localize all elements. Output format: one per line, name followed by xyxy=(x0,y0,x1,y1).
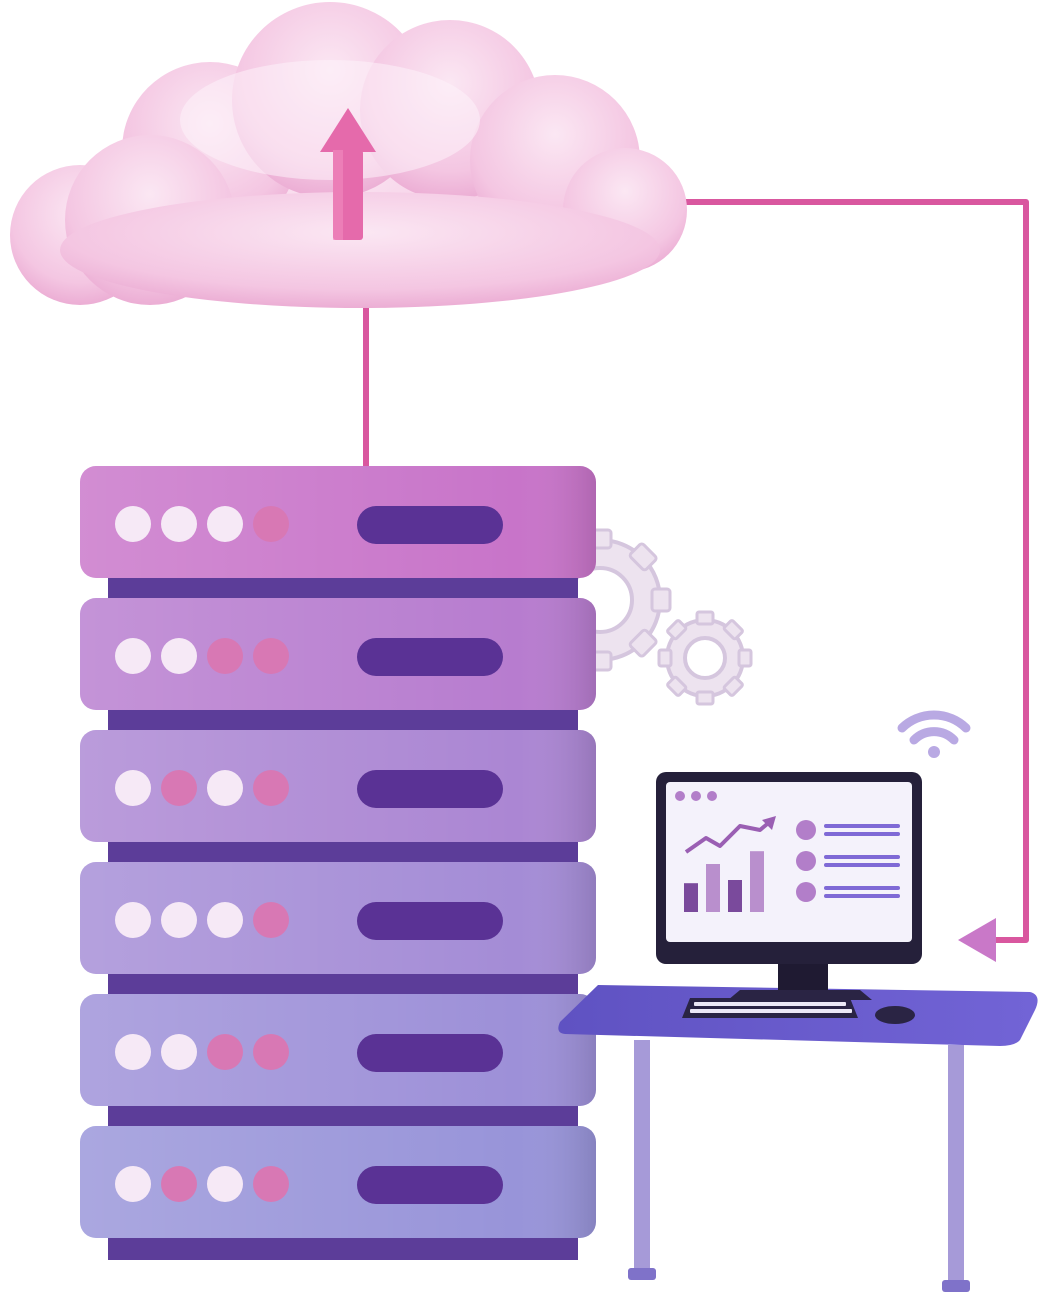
drive-slot xyxy=(357,1166,503,1204)
indicator-light xyxy=(207,638,243,674)
upload-arrow-icon xyxy=(320,108,376,240)
list-line xyxy=(824,863,900,867)
list-line xyxy=(824,894,900,898)
dashboard-bar-chart xyxy=(684,851,764,912)
cloud-to-desktop-line xyxy=(680,199,1029,943)
indicator-light xyxy=(161,902,197,938)
connector-lines xyxy=(363,199,1029,962)
server-unit xyxy=(80,730,596,842)
indicator-light xyxy=(115,770,151,806)
indicator-light xyxy=(253,1166,289,1202)
dashboard-list xyxy=(796,820,900,902)
desk-leg xyxy=(634,1040,650,1272)
indicator-light xyxy=(115,902,151,938)
drive-slot xyxy=(357,506,503,544)
indicator-light xyxy=(161,1034,197,1070)
indicator-light xyxy=(207,902,243,938)
drive-slot xyxy=(357,1034,503,1072)
indicator-light xyxy=(115,1166,151,1202)
desk xyxy=(558,985,1038,1292)
dashboard-bar xyxy=(684,883,698,912)
list-line xyxy=(824,824,900,828)
list-bullet xyxy=(796,882,816,902)
list-line xyxy=(824,832,900,836)
indicator-light xyxy=(253,902,289,938)
indicator-light xyxy=(253,506,289,542)
dashboard-bar xyxy=(750,851,764,912)
gear-teeth xyxy=(587,528,753,706)
drive-slot xyxy=(357,770,503,808)
indicator-light xyxy=(161,770,197,806)
download-arrow-icon xyxy=(958,918,996,962)
indicator-light xyxy=(161,638,197,674)
server-unit xyxy=(80,466,596,578)
wifi-icon xyxy=(897,710,971,758)
window-dots xyxy=(675,791,717,801)
list-line xyxy=(824,886,900,890)
server-tower xyxy=(80,466,596,1260)
desk-leg xyxy=(948,1045,964,1285)
cloud-icon xyxy=(10,2,687,308)
desktop-monitor xyxy=(656,772,922,1000)
drive-slot xyxy=(357,902,503,940)
monitor-screen xyxy=(666,782,912,942)
server-unit xyxy=(80,862,596,974)
indicator-light xyxy=(115,506,151,542)
drive-slot xyxy=(357,638,503,676)
indicator-light xyxy=(207,1034,243,1070)
list-bullet xyxy=(796,851,816,871)
indicator-light xyxy=(161,506,197,542)
indicator-light xyxy=(253,1034,289,1070)
indicator-light xyxy=(207,770,243,806)
server-unit xyxy=(80,1126,596,1238)
list-line xyxy=(824,855,900,859)
trend-line xyxy=(684,818,774,854)
mouse xyxy=(875,1006,915,1024)
indicator-light xyxy=(207,1166,243,1202)
indicator-light xyxy=(115,638,151,674)
dashboard-bar xyxy=(706,864,720,912)
indicator-light xyxy=(207,506,243,542)
indicator-light xyxy=(161,1166,197,1202)
list-bullet xyxy=(796,820,816,840)
dashboard-bar xyxy=(728,880,742,912)
keyboard xyxy=(682,998,858,1018)
server-unit xyxy=(80,598,596,710)
server-unit xyxy=(80,994,596,1106)
indicator-light xyxy=(253,638,289,674)
indicator-light xyxy=(115,1034,151,1070)
indicator-light xyxy=(253,770,289,806)
